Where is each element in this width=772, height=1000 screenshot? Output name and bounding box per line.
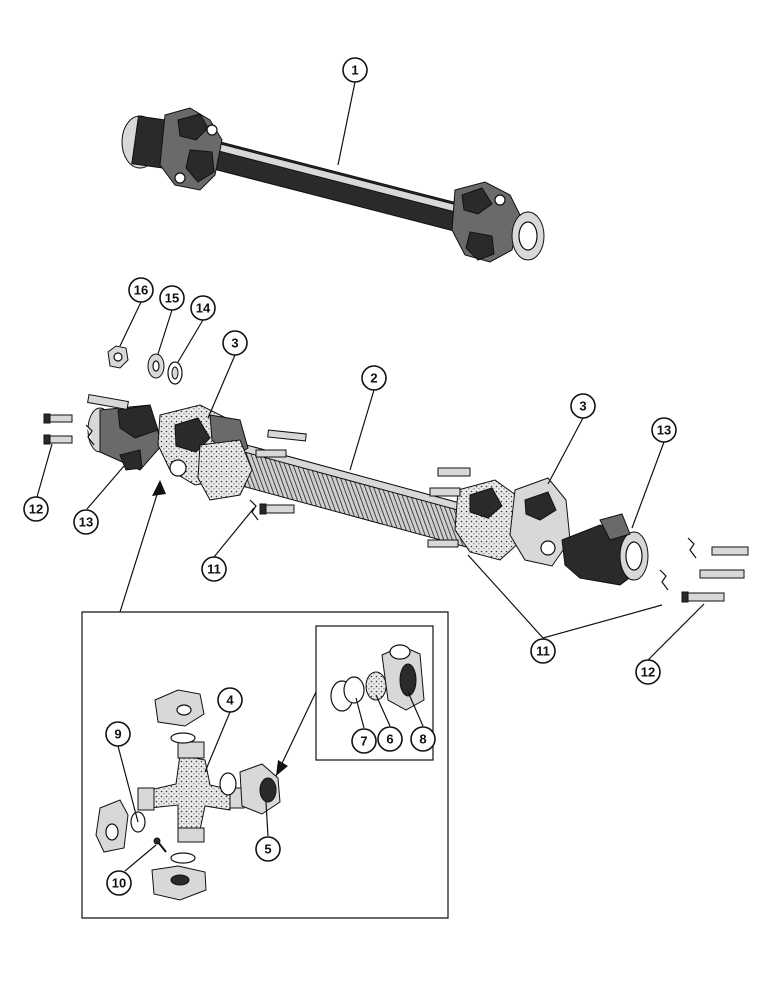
svg-text:4: 4 [226, 693, 234, 708]
svg-text:16: 16 [134, 283, 148, 298]
svg-text:9: 9 [114, 727, 121, 742]
svg-text:10: 10 [112, 876, 126, 891]
svg-text:11: 11 [207, 562, 221, 577]
svg-text:12: 12 [29, 502, 43, 517]
leader-lines [36, 81, 705, 872]
svg-text:11: 11 [536, 644, 550, 659]
callout-4: 4 [217, 687, 243, 713]
callout-16: 16 [128, 277, 154, 303]
callout-6: 6 [377, 726, 403, 752]
exploded-drive-shaft [43, 345, 749, 603]
svg-text:13: 13 [79, 515, 93, 530]
callout-9: 9 [105, 721, 131, 747]
callout-11-left: 11 [201, 556, 227, 582]
callout-10: 10 [106, 870, 132, 896]
callout-12-right: 12 [635, 659, 661, 685]
complete-drive-shaft-assembly [121, 107, 545, 263]
svg-text:2: 2 [370, 371, 377, 386]
callout-1: 1 [342, 57, 368, 83]
svg-text:7: 7 [360, 734, 367, 749]
svg-text:15: 15 [165, 291, 179, 306]
callout-12-left: 12 [23, 496, 49, 522]
svg-text:13: 13 [657, 423, 671, 438]
svg-text:12: 12 [641, 665, 655, 680]
callout-15: 15 [159, 285, 185, 311]
callout-11-right: 11 [530, 638, 556, 664]
callout-3-right: 3 [570, 393, 596, 419]
callout-3-left: 3 [222, 330, 248, 356]
svg-text:3: 3 [231, 336, 238, 351]
bolts-right [427, 467, 749, 603]
callouts: 1 2 3 3 4 5 6 7 8 9 10 11 11 12 12 13 13… [23, 57, 677, 896]
callout-7: 7 [351, 728, 377, 754]
svg-text:14: 14 [196, 301, 211, 316]
callout-14: 14 [190, 295, 216, 321]
svg-text:6: 6 [386, 732, 393, 747]
callout-8: 8 [410, 726, 436, 752]
svg-text:5: 5 [264, 842, 271, 857]
callout-13-left: 13 [73, 509, 99, 535]
callout-2: 2 [361, 365, 387, 391]
svg-text:3: 3 [579, 399, 586, 414]
bolts-left [43, 394, 307, 515]
svg-text:8: 8 [419, 732, 426, 747]
callout-13-right: 13 [651, 417, 677, 443]
universal-joint-detail-box [81, 480, 449, 919]
callout-5: 5 [255, 836, 281, 862]
svg-text:1: 1 [351, 63, 358, 78]
